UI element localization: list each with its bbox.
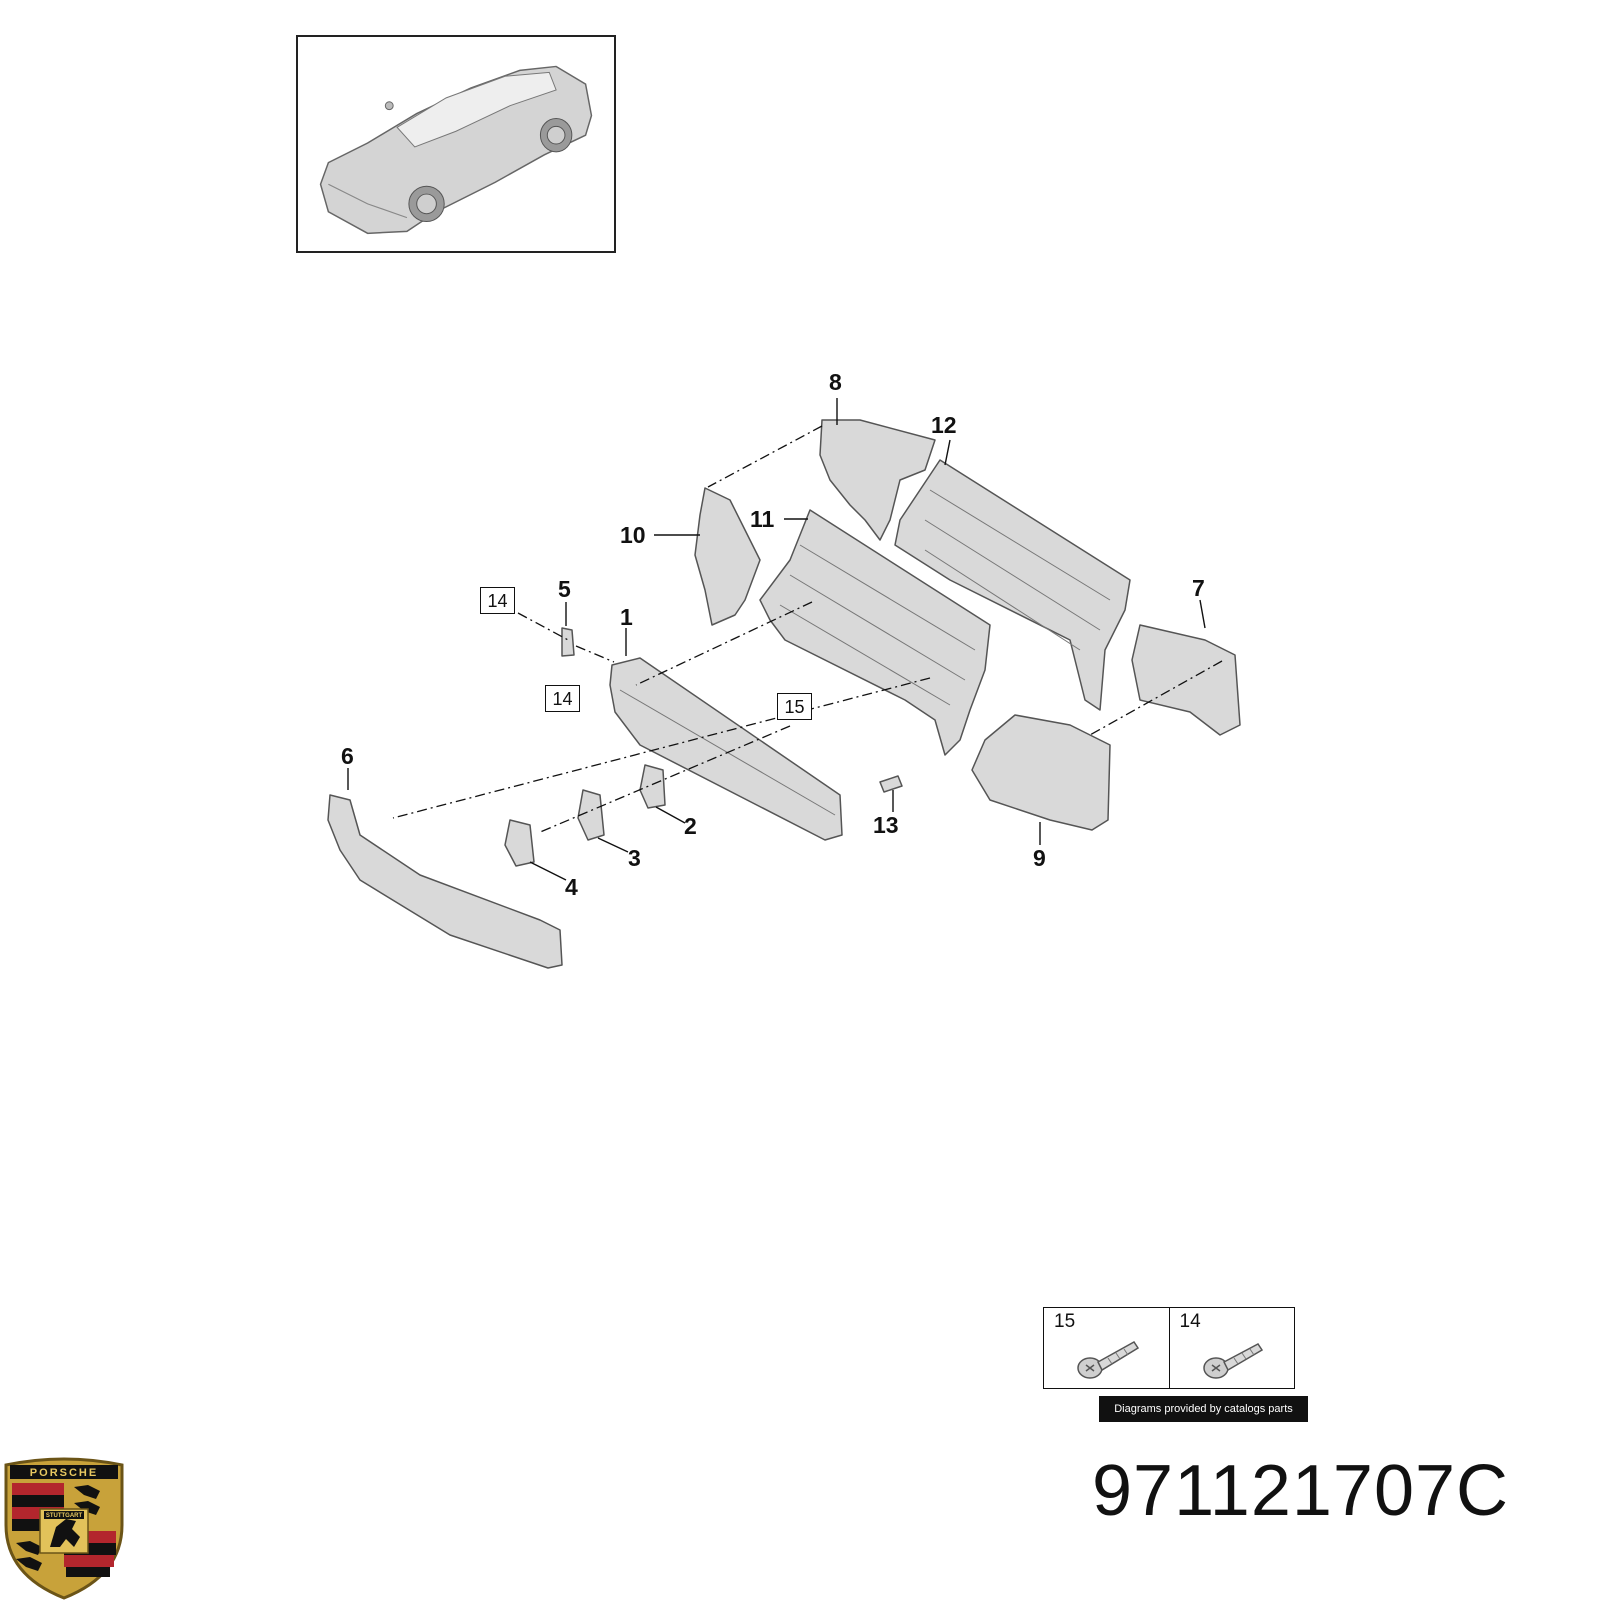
callout-12: 12: [931, 412, 957, 438]
assembly-line-8-10: [707, 425, 823, 488]
screw-icon: [1202, 1343, 1263, 1379]
legend-number-14: 14: [1179, 1311, 1201, 1332]
boxed-callout-14-lower: 14: [545, 685, 580, 712]
legend-cell-14: 14: [1168, 1308, 1295, 1388]
callout-4: 4: [565, 874, 578, 900]
assembly-line-5-1: [575, 645, 615, 663]
car-illustration: [319, 65, 593, 235]
part-9-lower-duct: [971, 714, 1111, 831]
vehicle-thumbnail: [296, 35, 616, 253]
callout-6: 6: [341, 743, 354, 769]
callout-1: 1: [620, 604, 633, 630]
part-12-air-guide: [894, 459, 1131, 711]
credit-label: Diagrams provided by catalogs parts: [1099, 1396, 1308, 1422]
callout-2: 2: [684, 813, 697, 839]
callout-5: 5: [558, 576, 571, 602]
assembly-line-11-1: [635, 601, 813, 686]
part-7-side-duct: [1131, 624, 1241, 736]
part-number: 971121707C: [1092, 1451, 1510, 1531]
part-3-bracket: [577, 789, 605, 841]
assembly-line-14-5: [517, 612, 571, 642]
porsche-crest-logo: PORSCHE STUTTGART: [4, 1457, 124, 1600]
part-11-air-guide: [759, 509, 991, 756]
callout-9: 9: [1033, 845, 1046, 871]
assembly-line-11-6: [392, 677, 931, 819]
fastener-legend: 15 14: [1043, 1307, 1295, 1389]
callout-8: 8: [829, 369, 842, 395]
boxed-callout-14-upper: 14: [480, 587, 515, 614]
svg-text:STUTTGART: STUTTGART: [46, 1513, 83, 1519]
assembly-line-1-4: [537, 725, 791, 834]
screw-icon: [1077, 1341, 1140, 1379]
legend-cell-15: 15: [1044, 1308, 1169, 1388]
callout-7: 7: [1192, 575, 1205, 601]
part-13-pin: [879, 775, 903, 793]
callout-13: 13: [873, 812, 899, 838]
callout-10: 10: [620, 522, 646, 548]
boxed-callout-15: 15: [777, 693, 812, 720]
legend-number-15: 15: [1054, 1311, 1076, 1332]
part-2-bracket: [639, 764, 666, 809]
part-1-support-beam: [609, 657, 843, 841]
callout-3: 3: [628, 845, 641, 871]
part-8-air-duct: [819, 419, 936, 541]
callout-11: 11: [750, 506, 775, 532]
part-4-bracket: [504, 819, 535, 867]
part-10-side-duct: [694, 487, 761, 626]
part-5-clip: [561, 627, 575, 657]
svg-text:PORSCHE: PORSCHE: [30, 1467, 98, 1479]
part-6-grille-strip: [327, 794, 563, 969]
assembly-line-7-9: [1089, 660, 1223, 736]
